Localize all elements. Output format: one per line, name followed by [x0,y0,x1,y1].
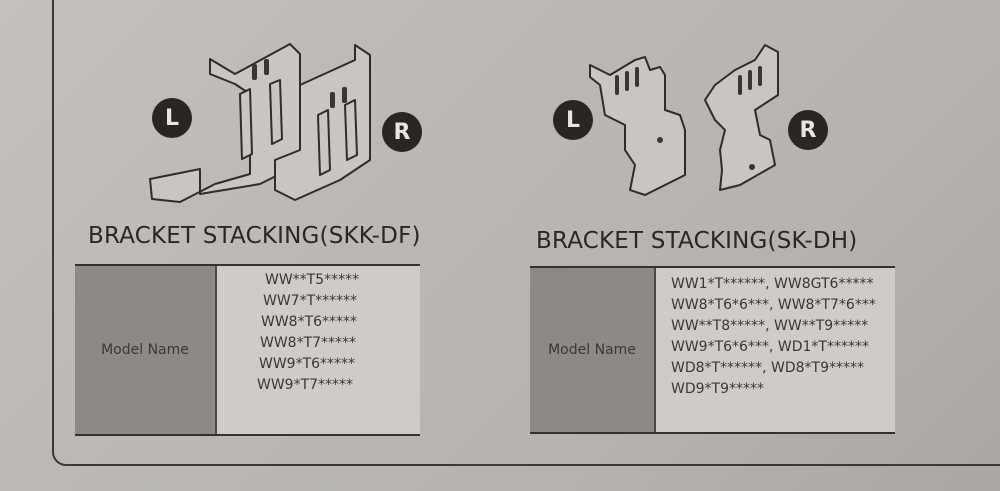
right-section-title: BRACKET STACKING(SK-DH) [536,228,858,254]
model-item: WW**T5***** [265,272,360,288]
right-badge-r: R [788,110,828,150]
model-item: WW8*T6*6***, WW8*T7*6*** [671,297,876,313]
skk-df-bracket-left-icon [149,43,301,203]
model-item: WW8*T6***** [261,314,358,330]
model-item: WW9*T6*6***, WD1*T****** [671,339,869,355]
right-model-table: Model Name WW1*T******, WW8GT6***** WW8*… [530,266,895,434]
left-badge-l: L [152,98,192,138]
model-list: WW**T5***** WW7*T****** WW8*T6***** WW8*… [217,266,420,434]
model-item: WW**T8*****, WW**T9***** [671,318,869,334]
model-item: WW1*T******, WW8GT6***** [671,276,874,292]
model-item: WW9*T7***** [257,377,354,393]
model-item: WW7*T****** [263,293,358,309]
model-item: WD9*T9***** [671,381,764,397]
model-list: WW1*T******, WW8GT6***** WW8*T6*6***, WW… [656,268,895,432]
right-badge-l: L [553,100,593,140]
left-model-table: Model Name WW**T5***** WW7*T****** WW8*T… [75,264,420,436]
model-item: WD8*T******, WD8*T9***** [671,360,864,376]
left-section-title: BRACKET STACKING(SKK-DF) [88,223,421,249]
model-item: WW8*T7***** [260,335,357,351]
skk-df-bracket-right-icon [274,44,371,201]
left-badge-r: R [382,112,422,152]
sk-dh-bracket-right-icon [704,44,779,191]
model-name-label: Model Name [530,268,656,432]
section-frame [52,0,1000,466]
model-item: WW9*T6***** [259,356,356,372]
model-name-label: Model Name [75,266,217,434]
sk-dh-bracket-left-icon [589,56,686,196]
